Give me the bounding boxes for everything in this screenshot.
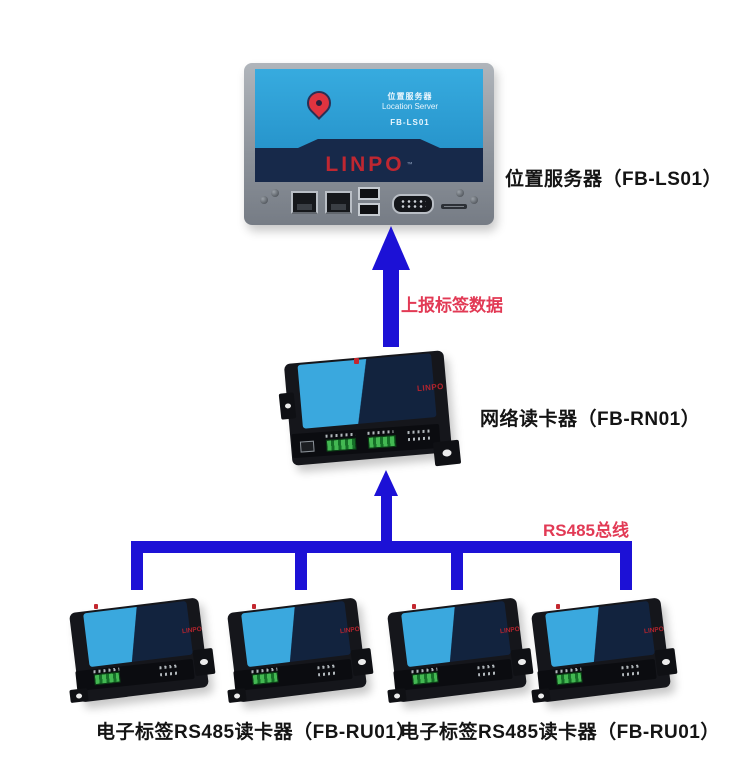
panel-markings: [317, 664, 336, 670]
screw-icon: [260, 196, 268, 204]
panel-markings: [621, 664, 640, 670]
serial-port-icon: [392, 194, 434, 214]
server-label: 位置服务器（FB-LS01）: [505, 169, 723, 190]
terminal-block-icon: [411, 671, 439, 686]
server-faceplate-text: 位置服务器 Location Server FB-LS01: [343, 91, 477, 127]
rs485-readers-label-left: 电子标签RS485读卡器（FB-RU01）: [96, 722, 416, 743]
faceplate-line2: Location Server: [381, 102, 439, 111]
mounting-ear: [227, 687, 247, 704]
upload-data-label: 上报标签数据: [401, 296, 503, 315]
location-pin-icon: [302, 86, 336, 120]
bus-arrow-shaft: [381, 492, 392, 543]
mounting-ear: [432, 439, 462, 467]
network-reader-label: 网络读卡器（FB-RN01）: [480, 409, 701, 430]
terminal-block-icon: [93, 671, 121, 686]
panel-markings: [621, 671, 641, 677]
sd-slot-icon: [441, 204, 467, 209]
bus-drop-line: [451, 541, 463, 590]
panel-markings: [477, 664, 496, 670]
red-marker-icon: [412, 604, 416, 609]
red-marker-icon: [252, 604, 256, 609]
rs485-reader-device-4: LINPO: [530, 597, 678, 704]
panel-markings: [407, 436, 431, 442]
upload-arrow-icon: [372, 226, 410, 270]
screw-icon: [271, 189, 279, 197]
bus-drop-line: [620, 541, 632, 590]
terminal-block-icon: [251, 671, 279, 686]
usb-port-icon: [358, 187, 380, 216]
linpo-logo: LINPO: [325, 153, 405, 176]
rs485-reader-device-3: LINPO: [386, 597, 534, 704]
aux-port-icon: [299, 440, 315, 453]
bus-drop-line: [131, 541, 143, 590]
terminal-block-icon: [555, 671, 583, 686]
trademark-mark: ™: [406, 162, 413, 168]
network-reader-device: LINPO: [278, 347, 462, 469]
panel-markings: [407, 429, 430, 435]
rs485-readers-label-right: 电子标签RS485读卡器（FB-RU01）: [400, 722, 720, 743]
panel-markings: [367, 430, 394, 435]
mounting-ear: [69, 687, 89, 704]
ethernet-port-icon: [291, 191, 318, 214]
screw-icon: [456, 189, 464, 197]
screw-icon: [470, 196, 478, 204]
reader-top-face: [297, 353, 437, 429]
rs485-reader-device-2: LINPO: [226, 597, 374, 704]
mounting-ear: [387, 687, 407, 704]
rs485-bus-label: RS485总线: [543, 521, 629, 540]
panel-markings: [317, 671, 337, 677]
mounting-ear: [192, 647, 216, 677]
panel-markings: [159, 664, 178, 670]
terminal-block-icon: [367, 434, 397, 449]
ethernet-port-icon: [325, 191, 352, 214]
faceplate-line1: 位置服务器: [387, 92, 433, 101]
faceplate-model: FB-LS01: [390, 118, 430, 127]
red-marker-icon: [556, 604, 560, 609]
upload-arrow-shaft: [383, 266, 399, 347]
rs485-reader-device-1: LINPO: [68, 597, 216, 704]
panel-markings: [159, 671, 179, 677]
location-server-device: 位置服务器 Location Server FB-LS01 LINPO ™: [244, 63, 494, 225]
mounting-ear: [350, 647, 374, 677]
mounting-ear: [278, 392, 297, 420]
rs485-bus-line: [131, 541, 632, 553]
terminal-block-icon: [325, 437, 357, 452]
mounting-ear: [531, 687, 551, 704]
red-marker-icon: [354, 358, 359, 364]
red-marker-icon: [94, 604, 98, 609]
panel-markings: [477, 671, 497, 677]
server-logo-band: LINPO ™: [255, 148, 483, 182]
bus-drop-line: [295, 541, 307, 590]
mounting-ear: [654, 647, 678, 677]
server-faceplate: 位置服务器 Location Server FB-LS01: [255, 69, 483, 148]
bus-arrow-icon: [374, 470, 398, 496]
